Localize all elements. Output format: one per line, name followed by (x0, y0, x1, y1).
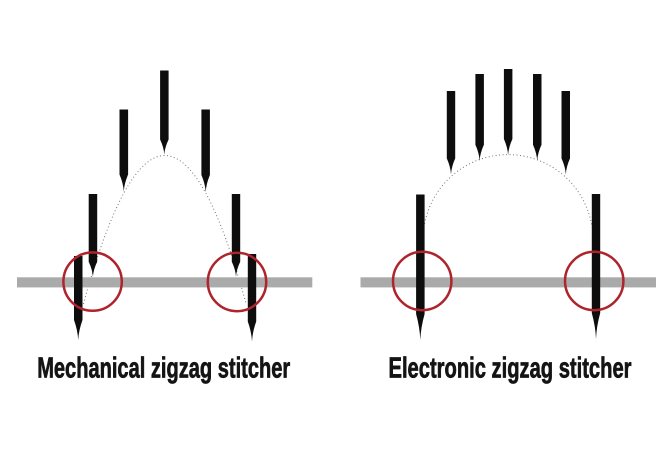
svg-text:Electronic zigzag stitcher: Electronic zigzag stitcher (389, 353, 632, 385)
svg-text:Mechanical zigzag stitcher: Mechanical zigzag stitcher (37, 353, 290, 385)
